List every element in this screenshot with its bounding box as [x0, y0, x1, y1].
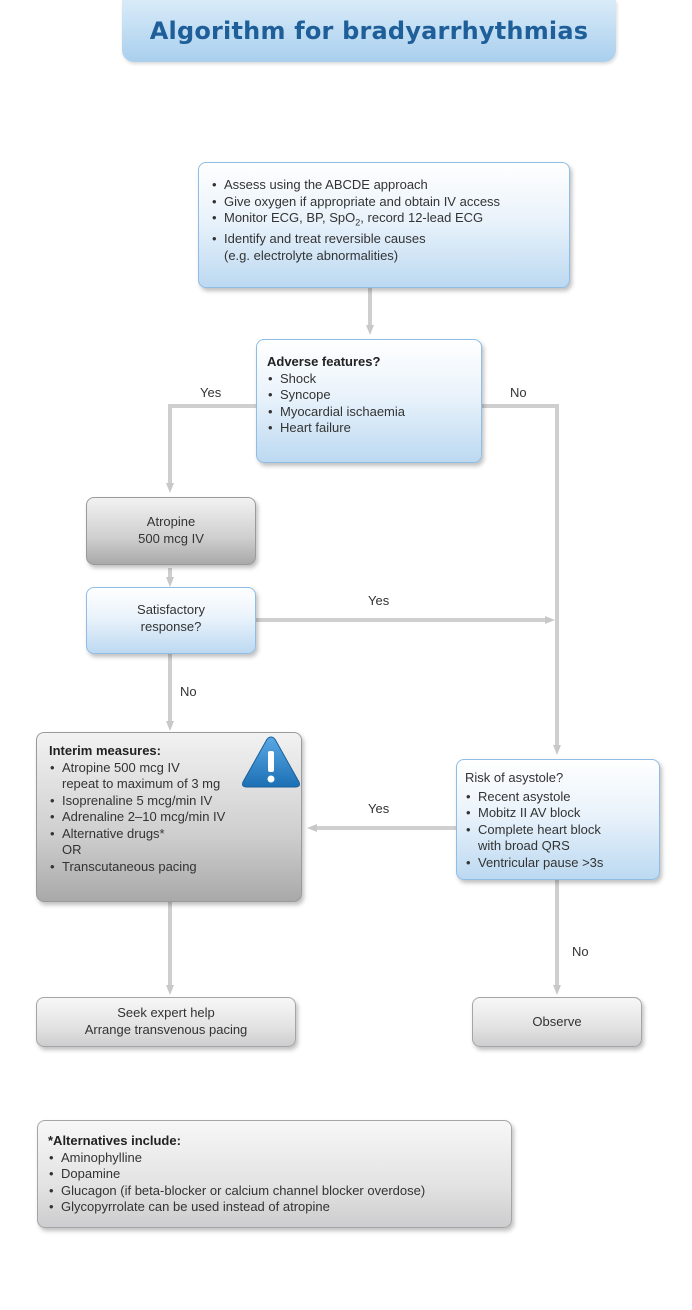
assess-item: Identify and treat reversible causes [211, 231, 555, 248]
interim-item: Transcutaneous pacing [49, 859, 291, 876]
title-banner: Algorithm for bradyarrhythmias [122, 0, 616, 62]
satisfactory-line1: Satisfactory [137, 602, 205, 617]
satisfactory-response-box: Satisfactory response? [86, 587, 256, 654]
risk-item: Ventricular pause >3s [465, 855, 651, 872]
satisfactory-line2: response? [140, 618, 202, 634]
alternatives-item: Glycopyrrolate can be used instead of at… [48, 1199, 501, 1216]
interim-measures-box: Interim measures: Atropine 500 mcg IV re… [36, 732, 302, 902]
assess-box: Assess using the ABCDE approach Give oxy… [198, 162, 570, 288]
interim-item-continuation: repeat to maximum of 3 mg [62, 776, 221, 791]
atropine-line1: Atropine [146, 514, 196, 529]
interim-heading: Interim measures: [49, 743, 161, 758]
alternatives-item: Dopamine [48, 1166, 501, 1183]
label-risk-yes: Yes [368, 801, 390, 816]
seek-expert-help-box: Seek expert help Arrange transvenous pac… [36, 997, 296, 1047]
seek-line1: Seek expert help [117, 1005, 215, 1020]
alternatives-box: *Alternatives include: Aminophylline Dop… [37, 1120, 512, 1228]
interim-item: Isoprenaline 5 mcg/min IV [49, 793, 291, 810]
assess-item: Assess using the ABCDE approach [211, 177, 555, 194]
alternatives-item: Glucagon (if beta-blocker or calcium cha… [48, 1183, 501, 1200]
label-risk-no: No [572, 944, 589, 959]
risk-item-continuation: with broad QRS [478, 838, 570, 853]
adverse-heading: Adverse features? [267, 354, 381, 369]
assess-item: Monitor ECG, BP, SpO2, record 12-lead EC… [211, 210, 555, 231]
atropine-box: Atropine 500 mcg IV [86, 497, 256, 565]
warning-icon [242, 736, 300, 788]
adverse-item: Heart failure [267, 420, 469, 437]
adverse-features-box: Adverse features? Shock Syncope Myocardi… [256, 339, 482, 463]
adverse-item: Shock [267, 371, 469, 388]
page-title: Algorithm for bradyarrhythmias [149, 17, 589, 45]
risk-of-asystole-box: Risk of asystole? Recent asystole Mobitz… [456, 759, 660, 880]
label-adverse-no: No [510, 385, 527, 400]
observe-box: Observe [472, 997, 642, 1047]
risk-item: Recent asystole [465, 789, 651, 806]
interim-item: Adrenaline 2–10 mcg/min IV [49, 809, 291, 826]
risk-heading: Risk of asystole? [465, 770, 564, 785]
interim-or: OR [62, 842, 82, 857]
observe-label: Observe [532, 1014, 582, 1029]
alternatives-item: Aminophylline [48, 1150, 501, 1167]
arrow-adverse-no [482, 404, 561, 755]
adverse-item: Syncope [267, 387, 469, 404]
arrow-adverse-yes [166, 404, 258, 493]
label-satisfactory-no: No [180, 684, 197, 699]
risk-item: Mobitz II AV block [465, 805, 651, 822]
adverse-item: Myocardial ischaemia [267, 404, 469, 421]
label-adverse-yes: Yes [200, 385, 222, 400]
atropine-line2: 500 mcg IV [138, 530, 204, 546]
interim-item: Atropine 500 mcg IV [49, 760, 291, 777]
interim-item: Alternative drugs* [49, 826, 291, 843]
label-satisfactory-yes: Yes [368, 593, 390, 608]
seek-line2: Arrange transvenous pacing [84, 1021, 248, 1037]
risk-item: Complete heart block [465, 822, 651, 839]
alternatives-heading: *Alternatives include: [48, 1133, 181, 1148]
assess-item-continuation: (e.g. electrolyte abnormalities) [224, 247, 399, 263]
assess-item: Give oxygen if appropriate and obtain IV… [211, 194, 555, 211]
